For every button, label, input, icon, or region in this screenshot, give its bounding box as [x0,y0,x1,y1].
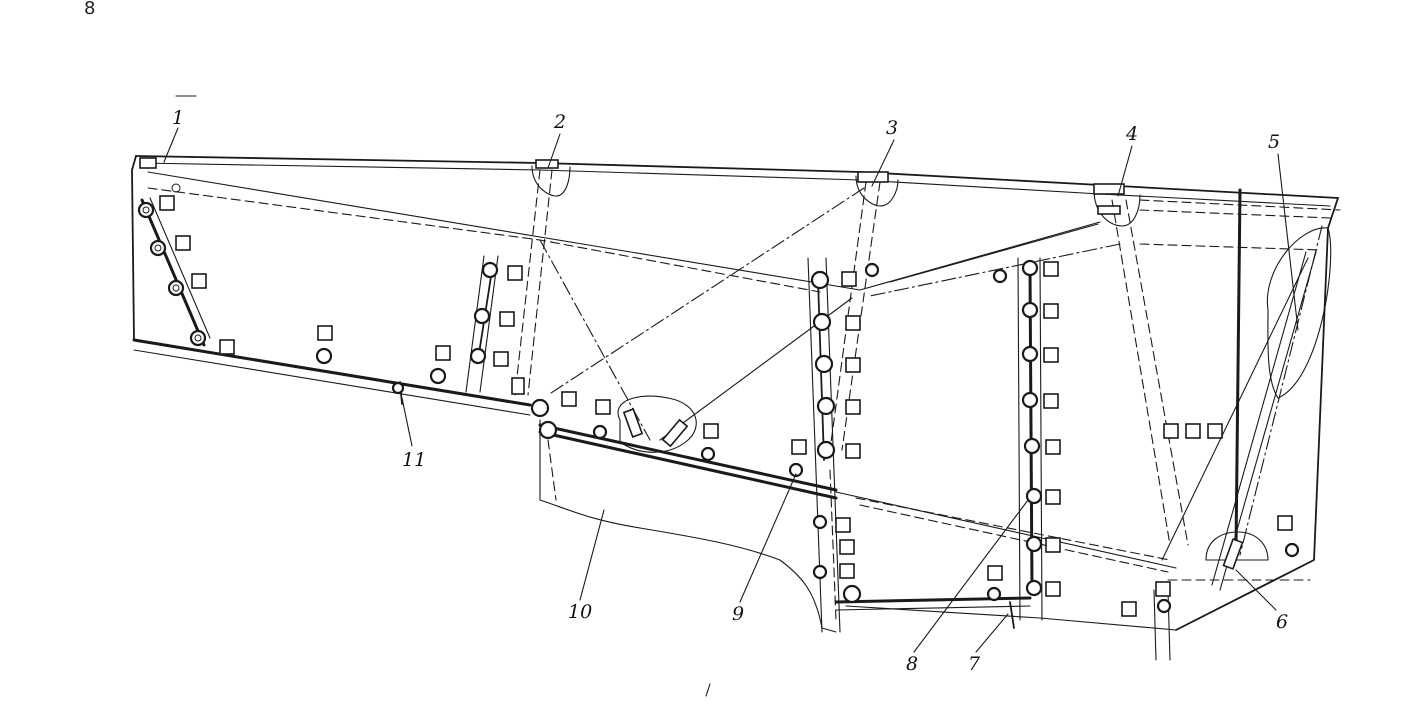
callout-2: 2 [553,111,566,133]
eyelets-left-strut [137,195,235,355]
ridge-fitting-2 [531,159,571,197]
hidden-edges [147,169,1341,621]
callout-4: 4 [1125,123,1138,145]
ridge-fitting-3 [855,171,899,207]
panel-outline [131,155,1339,633]
callout-3: 3 [886,117,898,139]
left-end-strut [140,197,211,347]
callout-5: 5 [1268,131,1280,153]
callout-7: 7 [968,653,981,675]
eyelets-post-right [1021,259,1061,597]
corner-mark: 8 [84,0,95,19]
tie-rod [1211,188,1317,591]
callout-labels: 1 2 3 4 5 6 7 8 9 10 11 [172,107,1288,675]
callout-11: 11 [402,449,426,471]
cutaway-center [617,395,697,453]
cutaway-6 [1205,531,1269,570]
callout-1: 1 [172,107,184,129]
callout-9: 9 [732,603,744,625]
callout-10: 10 [568,601,592,623]
ridge-fitting-4 [1093,183,1141,227]
leader-lines [163,127,1299,653]
cutaway-5 [1266,227,1332,399]
clips-mid-tube [561,391,807,478]
lower-mid-tube-9 [530,398,838,500]
lower-left-tube [132,338,532,416]
guy-cables [539,187,1323,561]
eyelets-post-left [469,261,523,367]
clips-lower-center [812,514,1015,629]
stray-mark [705,683,711,697]
ridge-fitting-1 [139,157,181,193]
callout-8: 8 [906,653,918,675]
clips-right-end [1121,423,1300,617]
callout-6: 6 [1276,611,1288,633]
eyelets-post-center [810,262,1008,460]
lower-right-tube [834,596,1032,611]
clips-lower-left-tube [315,325,525,405]
